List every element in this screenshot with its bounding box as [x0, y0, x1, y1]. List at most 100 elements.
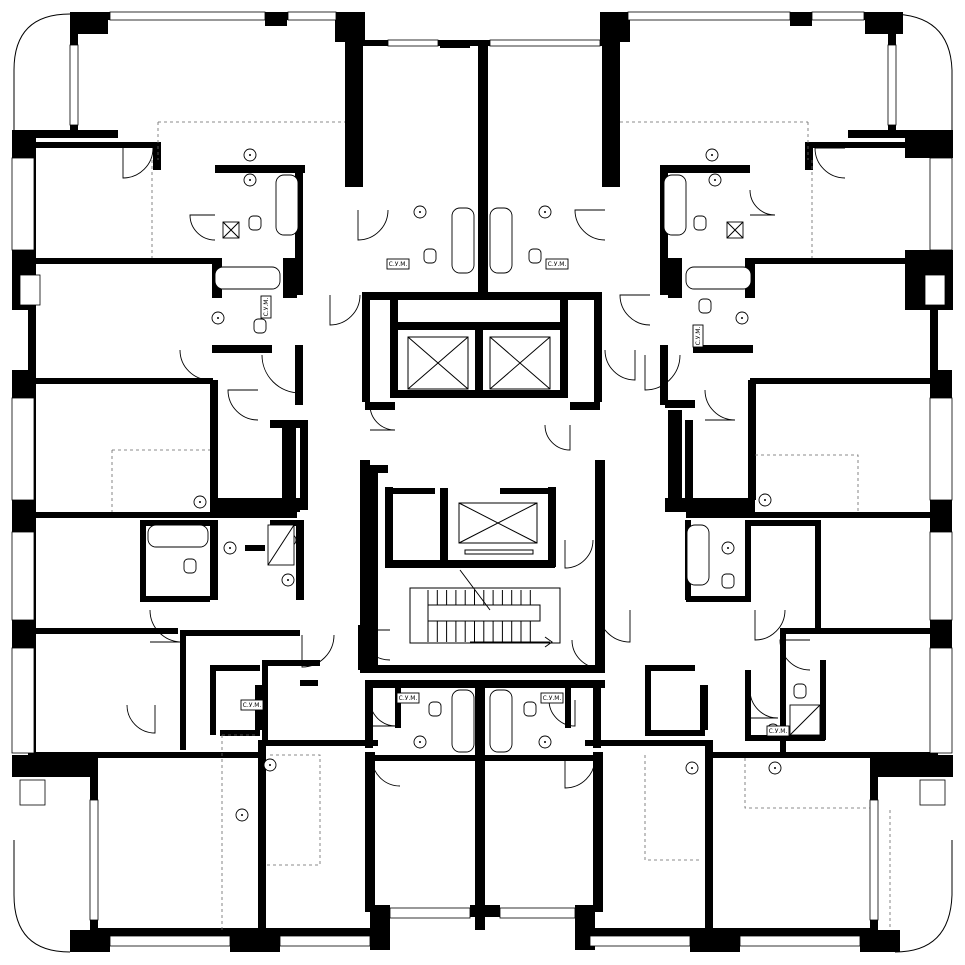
sink-drain [249, 179, 251, 181]
door-swing [604, 349, 636, 381]
wall-segment [475, 330, 483, 390]
wall-segment [700, 685, 708, 730]
wall-segment [660, 345, 668, 405]
door-swing [227, 389, 259, 421]
wall-segment [88, 752, 258, 758]
toilet [528, 248, 542, 264]
wall-segment [812, 142, 937, 148]
window [869, 799, 879, 921]
wall-segment [180, 630, 186, 750]
wall-segment [785, 628, 940, 634]
door-swing [564, 757, 596, 789]
bathtub [663, 174, 687, 236]
bathroom-label-box [540, 692, 564, 704]
toilet [721, 573, 735, 589]
toilet [248, 215, 262, 231]
outer-walls [12, 12, 953, 952]
stair-landing [427, 604, 541, 622]
window [109, 935, 231, 947]
window [89, 799, 99, 921]
window [811, 11, 865, 21]
wall-segment [668, 258, 682, 298]
wall-segment [365, 402, 395, 410]
bathroom-labels: С.У.М.С.У.М.С.У.М.С.У.М.С.У.М.С.У.М.С.У.… [240, 258, 790, 737]
window [19, 274, 41, 306]
shaft-cross [222, 221, 240, 239]
bathtub [489, 207, 513, 274]
wall-segment [875, 755, 953, 777]
wall-segment [805, 142, 813, 170]
dashed-line [221, 734, 258, 930]
wall-segment [745, 520, 751, 600]
bathtub [451, 207, 475, 274]
bathtub [147, 524, 209, 548]
wall-segment [282, 420, 296, 510]
toilet [793, 683, 807, 699]
wall-segment [370, 755, 475, 761]
wall-segment [745, 670, 751, 740]
door-swing [597, 609, 631, 643]
wall-segment [750, 378, 938, 384]
wall-segment [750, 512, 938, 518]
wall-segment [475, 680, 485, 930]
wall-segment [745, 735, 825, 741]
wall-segment [485, 755, 595, 761]
door-swing [329, 294, 361, 326]
wall-segment [98, 928, 378, 936]
door-swing [704, 389, 736, 421]
bathtub [451, 689, 475, 753]
window [929, 397, 953, 501]
door-swing [369, 404, 396, 431]
wall-segment [602, 12, 620, 187]
wall-segment [210, 665, 216, 735]
sink-drain [217, 317, 219, 319]
wall-segment [140, 520, 215, 526]
stair-arrowhead [544, 636, 553, 648]
wall-segment [705, 740, 713, 930]
bathroom-label: С.У.М. [389, 261, 408, 268]
door-swing [548, 699, 576, 727]
sink-drain [774, 767, 776, 769]
toilet [183, 558, 197, 574]
window [11, 647, 35, 754]
door-swing [179, 349, 211, 381]
wall-segment [296, 520, 304, 600]
door-swing [126, 704, 156, 734]
dashed-line [644, 755, 700, 861]
wall-segment [210, 380, 218, 500]
bathroom-label: С.У.М. [243, 702, 262, 709]
window [627, 11, 791, 21]
wall-segment [180, 630, 300, 636]
wall-segment [815, 520, 821, 630]
bathtub [214, 266, 281, 290]
window [929, 647, 953, 754]
wall-segment [28, 628, 178, 634]
wall-segment [213, 512, 297, 518]
window [589, 935, 691, 947]
wall-segment [258, 740, 266, 930]
wall-segment [385, 487, 393, 567]
wall-segment [685, 420, 693, 510]
door-swing [371, 757, 401, 787]
wall-segment [390, 390, 565, 398]
wall-segment [665, 400, 695, 408]
wall-segment [295, 345, 303, 405]
window [109, 11, 266, 21]
wall-segment [560, 298, 568, 398]
wall-segment [440, 488, 448, 560]
dashed-line [755, 454, 859, 512]
wall-segment [820, 660, 826, 740]
bathroom-label-box [260, 295, 272, 319]
window [499, 907, 576, 919]
wall-segment [258, 740, 378, 746]
wall-segment [595, 460, 605, 670]
shaft-cross [726, 221, 744, 239]
wall-segment [365, 752, 375, 912]
sink-drain [544, 741, 546, 743]
window [287, 11, 337, 21]
wall-segment [570, 402, 600, 410]
wall-segment [270, 520, 300, 526]
wall-segment [300, 420, 308, 510]
wall-segment [645, 730, 705, 736]
stair-outline [409, 587, 561, 644]
